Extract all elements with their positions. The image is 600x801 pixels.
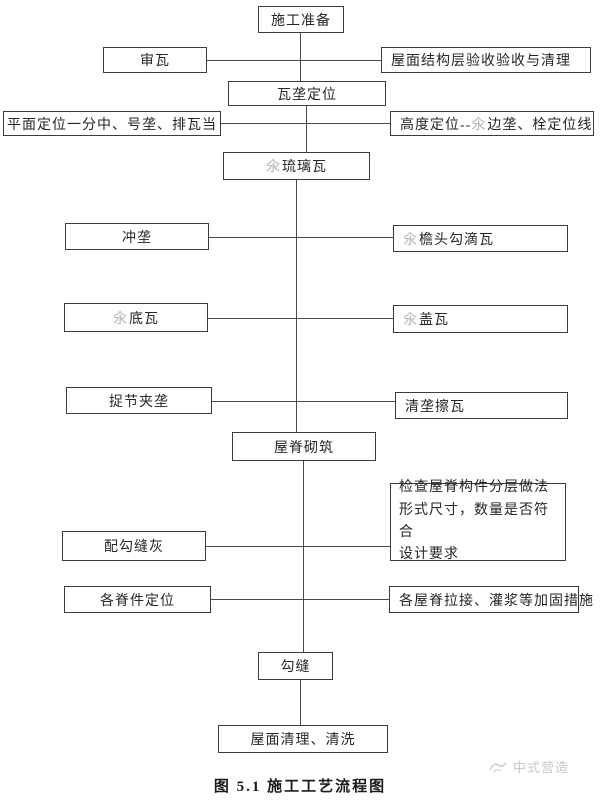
flow-node-ridge-masonry: 屋脊砌筑 xyxy=(232,432,376,461)
watermark: 中式营造 xyxy=(488,757,569,776)
flow-node-construction-prep: 施工准备 xyxy=(258,6,344,33)
watermark-text: 中式营造 xyxy=(513,760,570,775)
rare-char-glyph: 氽 xyxy=(113,311,128,327)
rare-char-glyph: 氽 xyxy=(403,313,418,328)
connector-line xyxy=(210,401,395,402)
figure-caption: 图 5.1 施工工艺流程图 xyxy=(213,779,387,795)
flow-node-plane-positioning: 平面定位一分中、号垄、排瓦当 xyxy=(3,111,221,136)
connector-line xyxy=(300,33,301,81)
flow-node-inspect-tiles: 审瓦 xyxy=(103,47,207,73)
flow-node-cover-tiles: 氽盖瓦 xyxy=(393,305,568,333)
connector-line xyxy=(207,318,393,319)
connector-line xyxy=(210,599,389,600)
flow-node-chong-long: 冲垄 xyxy=(65,223,209,250)
rare-char-glyph: 氽 xyxy=(403,232,418,248)
flow-node-check-ridge-components: 检查屋脊构件分层做法 形式尺寸，数量是否符合 设计要求 xyxy=(390,480,566,562)
connector-line xyxy=(300,680,301,725)
connector-line xyxy=(296,180,297,432)
connector-line xyxy=(220,123,390,124)
flow-node-clean-wipe-tiles: 清垄擦瓦 xyxy=(395,392,568,419)
flow-node-roof-structure-acceptance: 屋面结构层验收验收与清理 xyxy=(381,47,591,73)
flow-node-zhuojie-jialong: 捉节夹垄 xyxy=(66,387,212,414)
flow-node-pointing: 勾缝 xyxy=(258,652,333,680)
connector-line xyxy=(208,237,393,238)
flow-node-lay-glazed-tiles: 氽琉璃瓦 xyxy=(223,152,370,180)
zhongshi-yingzao-logo-icon xyxy=(488,759,508,775)
connector-line xyxy=(206,60,381,61)
rare-char-glyph: 氽 xyxy=(266,160,281,175)
connector-line xyxy=(303,461,304,652)
flow-node-height-positioning: 高度定位--氽边垄、栓定位线 xyxy=(390,111,594,136)
flow-node-eave-drip-tiles: 氽檐头勾滴瓦 xyxy=(393,225,568,252)
flow-node-mix-pointing-mortar: 配勾缝灰 xyxy=(62,531,206,561)
connector-line xyxy=(306,106,307,152)
rare-char-glyph: 氽 xyxy=(471,117,487,133)
flow-node-roof-cleaning: 屋面清理、清洗 xyxy=(218,725,388,753)
flow-node-ridge-anchoring-grouting: 各屋脊拉接、灌浆等加固措施 xyxy=(389,586,593,613)
flow-node-bottom-tiles: 氽底瓦 xyxy=(64,303,208,332)
flow-node-ridge-parts-positioning: 各脊件定位 xyxy=(64,586,211,613)
flow-node-tile-ridge-positioning: 瓦垄定位 xyxy=(228,81,386,106)
connector-line xyxy=(205,546,390,547)
